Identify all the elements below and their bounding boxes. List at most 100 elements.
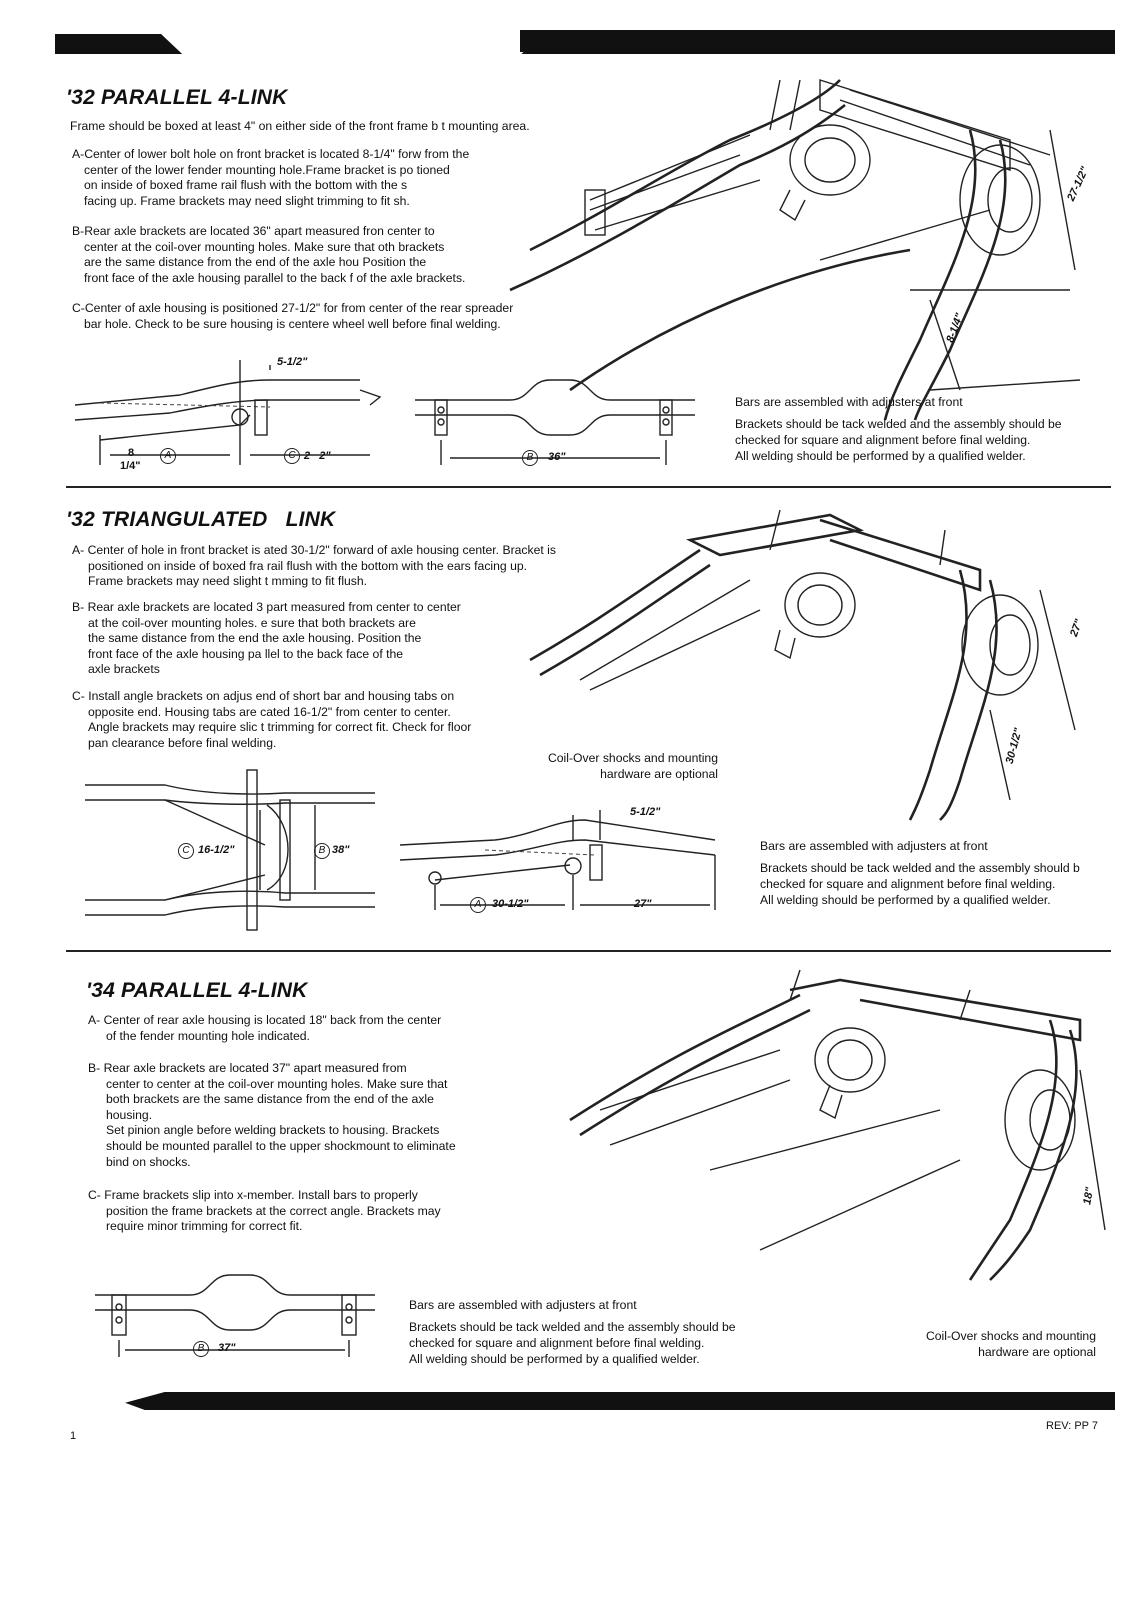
para-line: Set pinion angle before welding brackets… (106, 1123, 440, 1138)
dim-37: 37" (218, 1342, 236, 1354)
axle-top-diagram-32-parallel (415, 379, 695, 465)
para-line: are the same distance from the end of th… (84, 255, 427, 270)
mark-a-circle: A (160, 448, 176, 464)
mark-c-circle: C (178, 843, 194, 859)
page-mark: 1 (70, 1430, 77, 1442)
intro-line: Frame should be boxed at least 4" on eit… (70, 119, 530, 133)
para-line: C-Center of axle housing is positioned 2… (72, 301, 514, 315)
para-c-32-parallel: C-Center of axle housing is positioned 2… (72, 301, 513, 332)
para-line: both brackets are the same distance from… (106, 1092, 434, 1107)
para-line: B- Rear axle brackets are located 3 part… (72, 600, 461, 614)
notes-32-parallel: Bars are assembled with adjusters at fro… (735, 394, 1062, 464)
dim-c: 2 2" (304, 450, 331, 462)
note-line: Coil-Over shocks and mounting (925, 1329, 1096, 1343)
section-title-34-parallel: '34 PARALLEL 4-LINK (86, 979, 308, 1002)
dim-8: 8 (128, 447, 135, 459)
dim-36: 36" (548, 451, 566, 463)
note-line: Brackets should be tack welded and the a… (760, 861, 1080, 875)
intro-text: Frame should be boxed at least 4" on eit… (70, 119, 530, 135)
note-line: checked for square and alignment before … (735, 433, 1031, 447)
para-a-32-parallel: A-Center of lower bolt hole on front bra… (72, 147, 469, 209)
para-line: pan clearance before final welding. (88, 735, 277, 750)
para-b-32-triangulated: B- Rear axle brackets are located 3 part… (72, 600, 461, 678)
footer-bar (125, 1392, 1115, 1410)
note-line: checked for square and alignment before … (760, 877, 1056, 891)
mark-b-circle: B (314, 843, 330, 859)
note-line: All welding should be performed by a qua… (735, 449, 1026, 463)
section-title-32-triangulated: '32 TRIANGULATED LINK (66, 508, 336, 531)
chassis-illustration-32-parallel (509, 79, 1081, 421)
para-line: should be mounted parallel to the upper … (106, 1138, 456, 1153)
para-line: center at the coil-over mounting holes. … (84, 239, 445, 254)
para-line: bar hole. Check to be sure housing is ce… (84, 316, 501, 331)
note-line: Coil-Over shocks and mounting (547, 751, 718, 765)
para-line: positioned on inside of boxed fra rail f… (88, 558, 528, 573)
para-line: A- Center of rear axle housing is locate… (88, 1013, 442, 1027)
para-line: A-Center of lower bolt hole on front bra… (72, 147, 470, 161)
dim-27: 27" (634, 898, 652, 910)
para-line: bind on shocks. (106, 1154, 191, 1169)
para-c-34-parallel: C- Frame brackets slip into x-member. In… (88, 1188, 441, 1235)
coilover-note-34-parallel: Coil-Over shocks and mounting hardware a… (896, 1328, 1096, 1360)
side-view-diagram-32-triangulated (399, 810, 716, 910)
para-line: on inside of boxed frame rail flush with… (84, 178, 408, 193)
section-divider (66, 950, 1111, 952)
para-line: opposite end. Housing tabs are cated 16-… (88, 704, 451, 719)
mark-a-circle: A (470, 897, 486, 913)
para-line: center of the lower fender mounting hole… (84, 162, 450, 177)
para-line: C- Install angle brackets on adjus end o… (72, 689, 455, 703)
para-line: Frame brackets may need slight t mming t… (88, 574, 368, 589)
para-line: at the coil-over mounting holes. e sure … (88, 615, 416, 630)
mark-b-circle: B (193, 1341, 209, 1357)
para-line: position the frame brackets at the corre… (106, 1203, 441, 1218)
side-view-diagram-32-parallel (74, 360, 382, 465)
note-line: Brackets should be tack welded and the a… (409, 1320, 736, 1334)
para-line: of the fender mounting hole indicated. (106, 1028, 310, 1043)
para-line: Angle brackets may require slic t trimmi… (88, 720, 472, 735)
para-a-34-parallel: A- Center of rear axle housing is locate… (88, 1013, 441, 1044)
revision-label: REV: PP 7 (1046, 1420, 1098, 1432)
note-line: All welding should be performed by a qua… (760, 893, 1051, 907)
chassis-illustration-32-triangulated (529, 509, 1076, 821)
para-line: C- Frame brackets slip into x-member. In… (88, 1188, 418, 1202)
para-line: axle brackets (88, 662, 160, 677)
note-line: Brackets should be tack welded and the a… (735, 417, 1062, 431)
para-line: require minor trimming for correct fit. (106, 1219, 303, 1234)
notes-34-parallel: Bars are assembled with adjusters at fro… (409, 1297, 736, 1367)
dim-5-1-2-top: 5-1/2" (277, 356, 308, 368)
note-line: hardware are optional (978, 1345, 1096, 1359)
para-line: front face of the axle housing pa llel t… (88, 646, 404, 661)
para-c-32-triangulated: C- Install angle brackets on adjus end o… (72, 689, 471, 751)
para-line: B- Rear axle brackets are located 37" ap… (88, 1061, 407, 1075)
dim-5-1-2-top: 5-1/2" (630, 806, 661, 818)
top-view-diagram-32-triangulated (85, 769, 375, 931)
note-line: Bars are assembled with adjusters at fro… (409, 1298, 637, 1312)
header-bar-right (520, 30, 1115, 52)
para-a-32-triangulated: A- Center of hole in front bracket is at… (72, 543, 556, 590)
para-b-32-parallel: B-Rear axle brackets are located 36" apa… (72, 224, 465, 286)
section-title-32-parallel: '32 PARALLEL 4-LINK (66, 86, 288, 109)
para-line: A- Center of hole in front bracket is at… (72, 543, 556, 557)
para-line: facing up. Frame brackets may need sligh… (84, 193, 410, 208)
note-line: Bars are assembled with adjusters at fro… (760, 839, 988, 853)
notes-32-triangulated: Bars are assembled with adjusters at fro… (760, 838, 1110, 908)
section-divider (66, 486, 1111, 488)
dim-38: 38" (332, 844, 350, 856)
dim-16-1-2: 16-1/2" (198, 844, 235, 856)
dim-1-4: 1/4" (120, 460, 141, 472)
para-line: center to center at the coil-over mounti… (106, 1076, 448, 1091)
para-b-34-parallel: B- Rear axle brackets are located 37" ap… (88, 1061, 456, 1170)
note-line: All welding should be performed by a qua… (409, 1352, 700, 1366)
note-line: Bars are assembled with adjusters at fro… (735, 395, 963, 409)
axle-top-diagram-34-parallel (95, 1274, 375, 1357)
para-line: housing. (106, 1107, 153, 1122)
coilover-note-32-triangulated: Coil-Over shocks and mounting hardware a… (532, 750, 718, 782)
chassis-illustration-34-parallel (569, 969, 1106, 1281)
note-line: hardware are optional (600, 767, 718, 781)
note-line: checked for square and alignment before … (409, 1336, 705, 1350)
dim-30-1-2: 30-1/2" (492, 898, 529, 910)
mark-c-circle: C (284, 448, 300, 464)
mark-b-circle: B (522, 450, 538, 466)
para-line: front face of the axle housing parallel … (84, 270, 466, 285)
para-line: B-Rear axle brackets are located 36" apa… (72, 224, 435, 238)
